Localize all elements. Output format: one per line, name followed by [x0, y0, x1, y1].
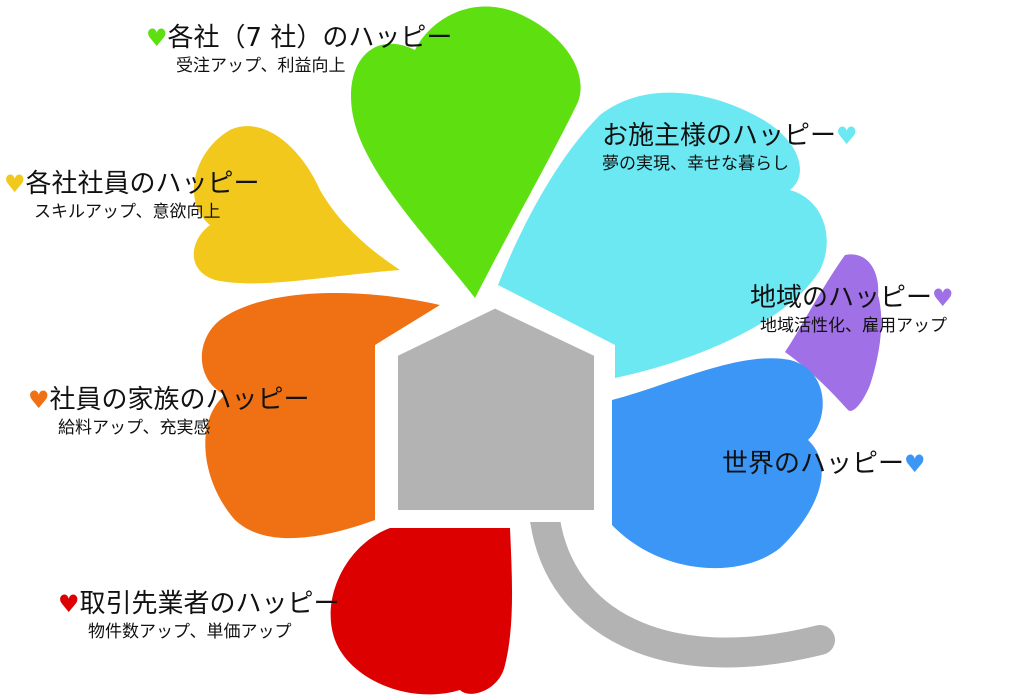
petal-green [350, 6, 581, 299]
label-clients: お施主様のハッピー♥ 夢の実現、幸せな暮らし [602, 120, 858, 176]
petal-orange [201, 293, 440, 539]
heart-icon: ♥ [28, 386, 50, 414]
label-partners: ♥取引先業者のハッピー 物件数アップ、単価アップ [58, 588, 340, 644]
label-families: ♥社員の家族のハッピー 給料アップ、充実感 [28, 384, 310, 440]
label-region-sub: 地域活性化、雇用アップ [760, 316, 947, 336]
clover-stem [530, 505, 835, 668]
label-partners-sub: 物件数アップ、単価アップ [88, 622, 292, 642]
label-families-title: 社員の家族のハッピー [49, 385, 310, 415]
label-employees-title: 各社社員のハッピー [25, 169, 260, 199]
label-employees-sub: スキルアップ、意欲向上 [34, 202, 221, 222]
heart-icon: ♥ [58, 590, 80, 618]
label-region-title: 地域のハッピー [750, 283, 933, 313]
label-world-title: 世界のハッピー [722, 449, 905, 479]
heart-icon: ♥ [932, 284, 954, 312]
center-house [386, 295, 606, 522]
petal-blue [612, 358, 823, 569]
label-partners-title: 取引先業者のハッピー [79, 589, 340, 619]
heart-icon: ♥ [904, 450, 926, 478]
label-families-sub: 給料アップ、充実感 [58, 418, 211, 438]
heart-icon: ♥ [836, 122, 858, 150]
label-clients-title: お施主様のハッピー [602, 121, 837, 151]
label-companies-sub: 受注アップ、利益向上 [176, 56, 346, 76]
petal-red [330, 528, 513, 695]
label-companies: ♥各社（7 社）のハッピー 受注アップ、利益向上 [146, 22, 452, 78]
label-world: 世界のハッピー♥ [722, 448, 926, 480]
label-companies-title: 各社（7 社）のハッピー [167, 23, 453, 53]
petal-cyan [498, 92, 827, 378]
petal-yellow [193, 126, 400, 284]
heart-icon: ♥ [4, 170, 26, 198]
heart-icon: ♥ [146, 24, 168, 52]
petal-purple [785, 254, 882, 411]
label-region: 地域のハッピー♥ 地域活性化、雇用アップ [750, 282, 954, 338]
label-clients-sub: 夢の実現、幸せな暮らし [602, 154, 789, 174]
label-employees: ♥各社社員のハッピー スキルアップ、意欲向上 [4, 168, 260, 224]
